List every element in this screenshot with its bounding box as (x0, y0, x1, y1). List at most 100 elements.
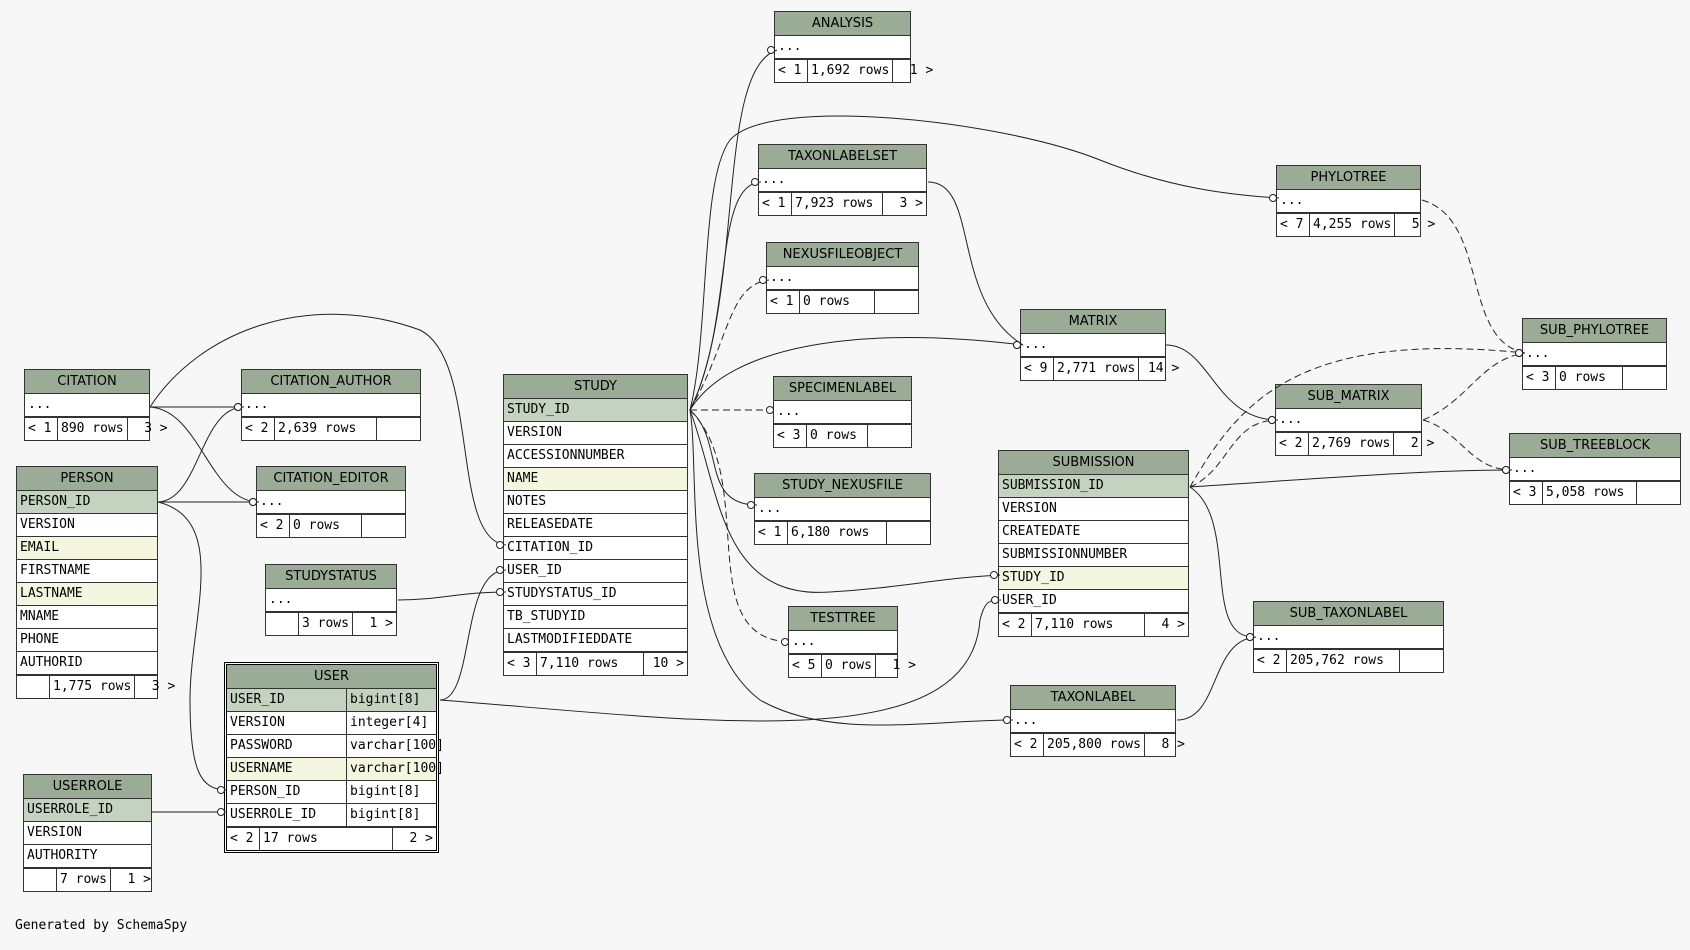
parents-count[interactable]: < 3 (1513, 485, 1537, 500)
column-row[interactable]: EMAIL (17, 537, 157, 560)
table-header[interactable]: STUDYSTATUS (266, 565, 396, 589)
children-count[interactable] (1399, 650, 1443, 672)
column-row[interactable]: PHONE (17, 629, 157, 652)
column-ellipsis[interactable]: ... (25, 394, 149, 417)
column-row[interactable]: USERROLE_ID (24, 799, 151, 822)
column-row[interactable]: PERSON_ID (17, 491, 157, 514)
table-header[interactable]: MATRIX (1021, 310, 1165, 334)
parents-count[interactable]: < 3 (777, 428, 801, 443)
column-row[interactable]: VERSION (17, 514, 157, 537)
table-header[interactable]: NEXUSFILEOBJECT (767, 243, 918, 267)
column-row[interactable]: CITATION_ID (504, 537, 687, 560)
children-count[interactable] (867, 425, 911, 447)
parents-count[interactable]: < 3 (1526, 370, 1550, 385)
column-row[interactable]: VERSION (504, 422, 687, 445)
children-count[interactable] (361, 515, 405, 537)
children-count[interactable]: 10 > (643, 653, 687, 675)
parents-count[interactable]: < 2 (1014, 737, 1038, 752)
children-count[interactable] (1622, 367, 1666, 389)
parents-count[interactable] (266, 613, 298, 635)
column-ellipsis[interactable]: ... (1254, 626, 1443, 649)
children-count[interactable]: 14 > (1138, 358, 1182, 380)
column-row[interactable]: NAME (504, 468, 687, 491)
children-count[interactable]: 2 > (392, 828, 436, 850)
parents-count[interactable]: < 1 (28, 421, 52, 436)
column-row[interactable]: NOTES (504, 491, 687, 514)
table-header[interactable]: USER (227, 665, 436, 689)
parents-count[interactable]: < 2 (260, 518, 284, 533)
column-row[interactable]: RELEASEDATE (504, 514, 687, 537)
column-ellipsis[interactable]: ... (1011, 710, 1175, 733)
column-row[interactable]: STUDY_ID (999, 567, 1188, 590)
parents-count[interactable]: < 1 (770, 294, 794, 309)
children-count[interactable]: 2 > (1393, 433, 1437, 455)
column-row[interactable]: ACCESSIONNUMBER (504, 445, 687, 468)
table-header[interactable]: SUB_PHYLOTREE (1523, 319, 1666, 343)
table-header[interactable]: SUBMISSION (999, 451, 1188, 475)
parents-count[interactable]: < 2 (1257, 653, 1281, 668)
table-header[interactable]: ANALYSIS (775, 12, 910, 36)
children-count[interactable]: 3 > (882, 193, 926, 215)
column-row[interactable]: VERSION (24, 822, 151, 845)
column-ellipsis[interactable]: ... (1510, 458, 1680, 481)
column-ellipsis[interactable]: ... (257, 491, 405, 514)
column-row[interactable]: LASTNAME (17, 583, 157, 606)
parents-count[interactable] (24, 869, 56, 891)
parents-count[interactable]: < 1 (778, 63, 802, 78)
column-row[interactable]: TB_STUDYID (504, 606, 687, 629)
table-header[interactable]: TESTTREE (789, 607, 897, 631)
column-ellipsis[interactable]: ... (1021, 334, 1165, 357)
column-row[interactable]: FIRSTNAME (17, 560, 157, 583)
column-ellipsis[interactable]: ... (242, 394, 420, 417)
children-count[interactable] (376, 418, 420, 440)
table-header[interactable]: SUB_TAXONLABEL (1254, 602, 1443, 626)
table-header[interactable]: STUDY (504, 375, 687, 399)
column-row[interactable]: STUDY_ID (504, 399, 687, 422)
table-header[interactable]: CITATION (25, 370, 149, 394)
column-ellipsis[interactable]: ... (774, 401, 911, 424)
parents-count[interactable]: < 9 (1024, 361, 1048, 376)
table-header[interactable]: CITATION_EDITOR (257, 467, 405, 491)
column-ellipsis[interactable]: ... (755, 498, 930, 521)
column-row[interactable]: AUTHORITY (24, 845, 151, 868)
children-count[interactable]: 8 > (1143, 734, 1188, 756)
children-count[interactable]: 1 > (874, 655, 919, 677)
table-header[interactable]: STUDY_NEXUSFILE (755, 474, 930, 498)
column-row[interactable]: STUDYSTATUS_ID (504, 583, 687, 606)
parents-count[interactable] (17, 676, 49, 698)
parents-count[interactable]: < 7 (1280, 217, 1304, 232)
children-count[interactable]: 1 > (892, 60, 936, 82)
parents-count[interactable]: < 1 (758, 525, 782, 540)
table-header[interactable]: USERROLE (24, 775, 151, 799)
column-ellipsis[interactable]: ... (1276, 409, 1421, 432)
column-ellipsis[interactable]: ... (789, 631, 897, 654)
table-header[interactable]: SPECIMENLABEL (774, 377, 911, 401)
parents-count[interactable]: < 1 (762, 196, 786, 211)
children-count[interactable]: 5 > (1394, 214, 1438, 236)
column-ellipsis[interactable]: ... (1277, 190, 1420, 213)
column-row[interactable]: AUTHORID (17, 652, 157, 675)
column-row[interactable]: SUBMISSION_ID (999, 475, 1188, 498)
column-row[interactable]: LASTMODIFIEDDATE (504, 629, 687, 652)
table-header[interactable]: SUB_TREEBLOCK (1510, 434, 1680, 458)
